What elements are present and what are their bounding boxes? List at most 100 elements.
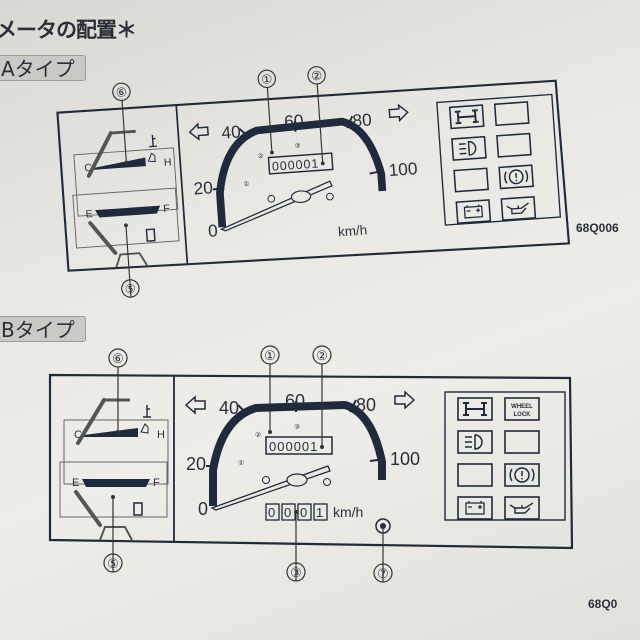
callout-dot	[270, 150, 274, 155]
callout-circle	[307, 66, 326, 85]
callout-c1: ①	[264, 348, 276, 363]
brake-warning-icon	[508, 169, 524, 185]
callout-c6: ⑥	[112, 351, 124, 366]
speed-tick	[212, 187, 225, 191]
callout-c5: ⑤	[107, 556, 119, 571]
turn-signal-left-icon	[188, 122, 209, 141]
battery-charge-indicator	[455, 199, 492, 225]
fuel-pump-icon	[145, 228, 156, 242]
screw-icon	[323, 478, 331, 486]
oil-pressure-icon	[509, 502, 534, 514]
callout-circle	[121, 279, 140, 298]
headlight-high-beam-icon	[458, 140, 477, 156]
oil-pressure-indicator	[504, 496, 540, 520]
trip-digit-frame	[313, 503, 328, 521]
callout-leader	[121, 100, 127, 163]
trip-digit: 0	[268, 505, 275, 520]
speed-label-80: 80	[356, 395, 376, 415]
callout-c2: ②	[316, 348, 328, 363]
turn-signal-right-icon	[388, 103, 409, 123]
blank-indicator	[453, 167, 489, 193]
screw-icon	[262, 476, 270, 484]
temp-cold-label: C	[84, 162, 93, 175]
brake-warning-icon	[514, 467, 530, 483]
wheel-lock-indicator	[504, 397, 540, 421]
cluster-outline	[56, 79, 571, 272]
speed-unit-label: km/h	[338, 222, 368, 239]
callout-c1: ①	[261, 72, 273, 87]
callout-circle	[260, 345, 280, 365]
needle-hub	[290, 190, 312, 204]
trip-digit: 0	[284, 505, 291, 520]
figure-code-b: 68Q0	[588, 597, 618, 611]
odometer-reading: 000001	[271, 157, 319, 174]
temp-needle-base	[110, 129, 136, 135]
blank-indicator	[457, 463, 493, 487]
battery-charge-indicator	[457, 496, 493, 520]
callout-circle	[103, 553, 123, 573]
dial-mark-3: ③	[294, 142, 301, 150]
callout-dot	[116, 430, 120, 434]
callout-dot	[320, 161, 325, 166]
speed-label-40: 40	[219, 398, 239, 418]
battery-charge-icon	[463, 204, 484, 219]
temp-needle	[86, 131, 113, 178]
4wd-icon	[454, 109, 479, 125]
blank-indicator	[496, 132, 532, 158]
odometer-frame	[265, 436, 333, 455]
brake-warning-indicator	[504, 463, 540, 487]
callout-circle	[257, 69, 277, 89]
callout-circle	[112, 82, 131, 102]
callout-dot	[268, 430, 272, 434]
callout-circle	[312, 345, 332, 365]
trip-digit-frame	[265, 503, 280, 521]
turn-signal-right-icon	[394, 390, 416, 410]
divider	[175, 105, 189, 264]
oil-pressure-indicator	[500, 195, 537, 221]
temp-cold-label: C	[74, 429, 82, 441]
callout-dot	[111, 495, 115, 499]
battery-charge-icon	[465, 501, 485, 515]
fuel-needle	[74, 490, 102, 527]
speed-tick	[346, 115, 354, 129]
speed-needle	[219, 180, 333, 232]
speed-label-0: 0	[207, 220, 218, 241]
cluster-outline	[48, 373, 574, 550]
callout-c5: ⑤	[124, 282, 136, 297]
speed-tick	[237, 404, 249, 416]
callout-c7: ⑦	[377, 566, 389, 581]
fuel-full-label: F	[153, 477, 160, 489]
speed-scale-arc	[209, 400, 386, 506]
needle-base	[99, 526, 133, 541]
temp-hot-label: H	[157, 429, 165, 441]
coolant-temp-icon	[143, 405, 151, 418]
headlight-high-beam-icon	[465, 434, 483, 450]
wheel-lock-label-1: WHEEL	[511, 404, 533, 410]
speed-label-100: 100	[388, 158, 418, 180]
speed-label-60: 60	[284, 110, 305, 131]
odometer-frame	[267, 152, 334, 175]
warning-light-panel	[436, 93, 562, 226]
dial-mark-1: ①	[238, 459, 244, 467]
needle-hub	[286, 473, 308, 487]
speed-tick	[369, 169, 385, 175]
speed-label-60: 60	[285, 391, 305, 411]
speed-label-0: 0	[198, 499, 208, 519]
wheel-lock-label-2: LOCK	[514, 412, 532, 418]
trip-digit: 1	[316, 505, 323, 520]
warning-light-panel: WHEEL LOCK	[444, 391, 566, 521]
fuel-needle	[88, 221, 118, 255]
temp-hot-label: H	[164, 156, 172, 169]
callout-dot	[320, 445, 324, 449]
oil-pressure-icon	[506, 202, 529, 215]
turn-signal-left-icon	[184, 395, 206, 415]
callout-c6: ⑥	[115, 85, 127, 100]
fuel-bar	[82, 479, 150, 487]
hand-icon	[140, 423, 149, 434]
headlight-high-beam-indicator	[457, 430, 493, 454]
